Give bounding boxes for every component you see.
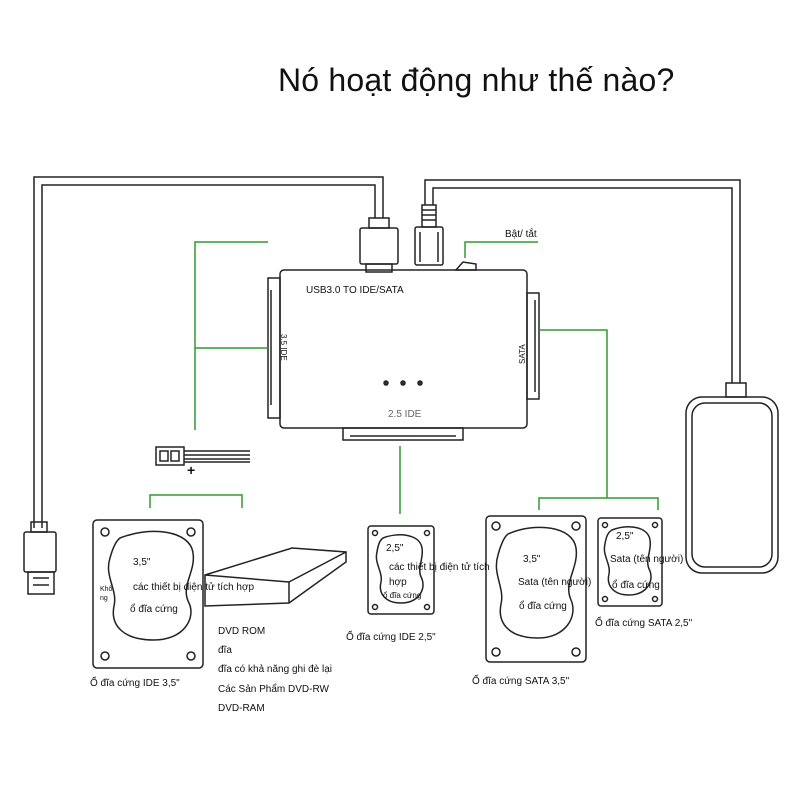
ide25-caption: Ổ đĩa cứng IDE 2,5"	[346, 632, 436, 643]
sata25-drive-icon	[597, 517, 663, 607]
ide35-drive-icon	[92, 519, 204, 669]
molex-connector-icon	[155, 446, 250, 466]
ide25-line3: ổ đĩa cứng	[383, 591, 422, 600]
port-25-label: 2.5 IDE	[388, 409, 422, 420]
dvd-item-2: đĩa	[218, 645, 232, 656]
switch-label: Bật/ tắt	[505, 229, 537, 240]
ide35-line2: ổ đĩa cứng	[130, 604, 178, 615]
usb-plug-top-icon	[359, 217, 399, 273]
sata35-caption: Ổ đĩa cứng SATA 3,5"	[472, 676, 570, 687]
sata35-size: 3,5"	[523, 554, 541, 565]
ide25-line1: các thiết bị điện tử tích	[389, 562, 490, 573]
dvd-item-5: DVD-RAM	[218, 703, 265, 714]
dvd-item-4: Các Sản Phẩm DVD-RW	[218, 684, 329, 695]
ide35-caption: Ổ đĩa cứng IDE 3,5"	[90, 678, 180, 689]
power-adapter-icon	[685, 382, 779, 574]
usb-a-plug-icon	[23, 521, 57, 595]
port-sata-label: SATA	[518, 344, 527, 364]
dc-plug-icon	[414, 204, 444, 266]
dvd-item-3: đĩa có khả năng ghi đè lại	[218, 664, 332, 675]
sata35-line1: Sata (tên người)	[518, 577, 592, 588]
ide25-line2: hợp	[389, 577, 407, 588]
dvd-item-1: DVD ROM	[218, 626, 266, 637]
ide35-size: 3,5"	[133, 557, 151, 568]
ide25-drive-icon	[367, 525, 435, 615]
sata35-drive-icon	[485, 515, 587, 663]
sata25-size: 2,5"	[616, 531, 634, 542]
power-switch-icon	[454, 261, 477, 271]
sata25-line2: ổ đĩa cứng	[612, 580, 660, 591]
adapter-device	[267, 269, 540, 441]
ide35-side-text: Khô ng	[100, 586, 113, 602]
port-35-label: 3.5 IDE	[279, 334, 288, 361]
dvd-drive-icon	[204, 547, 347, 607]
ide35-line1: các thiết bị điện tử tích hợp	[133, 582, 255, 593]
device-label: USB3.0 TO IDE/SATA	[306, 285, 404, 296]
sata35-line2: ổ đĩa cứng	[519, 601, 567, 612]
sata25-line1: Sata (tên người)	[610, 554, 684, 565]
sata25-caption: Ổ đĩa cứng SATA 2,5"	[595, 618, 693, 629]
usb-cable	[33, 176, 384, 528]
power-plus-sign: +	[187, 462, 196, 478]
page-title: Nó hoạt động như thế nào?	[278, 62, 675, 98]
ide25-size: 2,5"	[386, 543, 404, 554]
power-cable	[424, 179, 741, 383]
connector-lines	[149, 241, 659, 514]
